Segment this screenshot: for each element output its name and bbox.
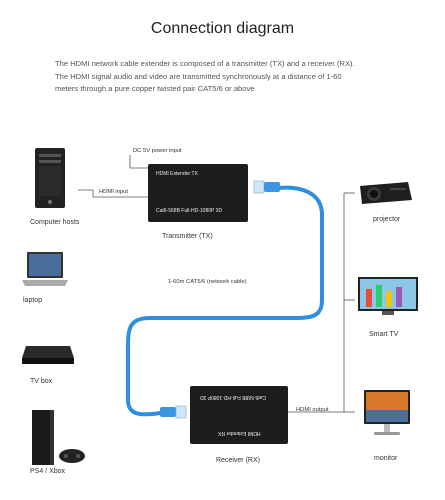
computer-tower-icon [33, 148, 67, 210]
output-label-monitor: monitor [374, 455, 398, 462]
receiver-bottom-text: HDMI Extender RX [218, 430, 261, 436]
rj45-connector-rx [160, 405, 187, 419]
transmitter-box: HDMI Extender TX Cat6-568B Full-HD-1080P… [148, 164, 248, 222]
output-label-projector: projector [373, 216, 401, 223]
source-label-console: PS4 / Xbox [30, 468, 66, 475]
projector-icon [356, 178, 414, 210]
transmitter-top-text: HDMI Extender TX [156, 171, 198, 177]
hdmi-output-label: HDMI output [296, 407, 329, 413]
smart-tv-icon [356, 275, 420, 319]
page-title: Connection diagram [150, 20, 295, 37]
output-label-tv: Smart TV [369, 331, 399, 338]
receiver-top-text: Cat6-568B Full-HD-1080P 3D [200, 394, 267, 400]
tv-box-icon [20, 340, 76, 368]
receiver-box: Cat6-568B Full-HD-1080P 3D HDMI Extender… [190, 386, 288, 444]
rj45-connector-tx [253, 180, 280, 194]
source-label-tvbox: TV box [30, 378, 53, 385]
description-line: The HDMI signal audio and video are tran… [55, 71, 342, 81]
receiver-caption: Receiver (RX) [216, 457, 260, 464]
transmitter-caption: Transmitter (TX) [162, 233, 213, 240]
laptop-icon [20, 250, 70, 290]
hdmi-input-line [78, 189, 148, 198]
source-label-laptop: laptop [23, 297, 43, 304]
source-label-computer: Computer hosts [30, 219, 80, 226]
dc-power-label: DC 5V power input [133, 148, 182, 154]
monitor-icon [362, 388, 412, 440]
network-cable [126, 185, 324, 417]
transmitter-bottom-text: Cat6-568B Full-HD-1080P 3D [156, 208, 223, 214]
game-console-icon [28, 410, 88, 465]
description-line: The HDMI network cable extender is compo… [55, 59, 355, 68]
description: The HDMI network cable extender is compo… [55, 58, 425, 96]
cable-label: 1-60m CAT5/6 (network cable) [168, 279, 247, 285]
description-line: meters through a pure copper twisted pai… [55, 84, 255, 93]
hdmi-input-label: HDMI input [99, 189, 128, 195]
dc-power-line [129, 155, 148, 169]
